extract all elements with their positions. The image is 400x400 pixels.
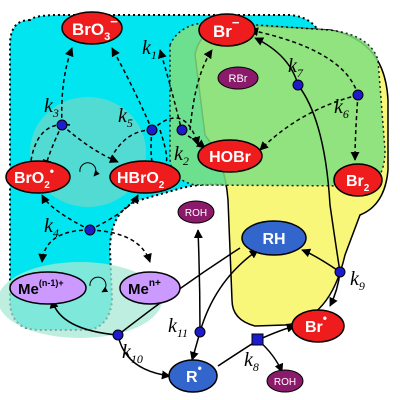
node-me-low: Me(n-1)+ [9, 271, 87, 305]
svg-text:BrO2•: BrO2• [14, 164, 54, 191]
node-br2: Br2 [333, 163, 383, 197]
label-k1: k1 [142, 37, 157, 62]
junction-k6 [352, 89, 364, 101]
svg-text:Br−: Br− [213, 15, 240, 41]
label-k4: k4 [44, 215, 59, 240]
label-k7: k7 [288, 55, 304, 80]
svg-text:RH: RH [262, 231, 285, 248]
junction-k10 [112, 329, 124, 341]
node-rh: RH [241, 220, 307, 256]
label-k2: k2 [174, 143, 189, 168]
svg-text:RBr: RBr [229, 73, 248, 85]
svg-text:HOBr: HOBr [209, 149, 251, 166]
label-k10: k10 [122, 341, 143, 366]
node-br-minus: Br− [198, 13, 256, 47]
node-bro2-radical: BrO2• [5, 160, 71, 194]
svg-text:Br•: Br• [305, 311, 327, 336]
svg-text:R•: R• [186, 361, 202, 386]
junction-k4 [84, 224, 96, 236]
junction-k5 [146, 124, 158, 136]
node-hobr: HOBr [197, 139, 263, 173]
node-r-radical: R• [168, 359, 218, 393]
label-k8: k8 [244, 349, 259, 374]
solid-arrows [49, 37, 341, 380]
junction-k2 [176, 124, 188, 136]
node-rbr: RBr [217, 66, 259, 90]
node-bro3: BrO3− [61, 11, 123, 45]
cycle-icon-top [79, 162, 100, 177]
svg-text:Br2: Br2 [346, 173, 370, 194]
node-roh-bottom: ROH [266, 369, 304, 393]
junction-k9 [334, 266, 346, 278]
junction-k7 [292, 79, 304, 91]
svg-text:ROH: ROH [185, 208, 207, 219]
svg-text:BrO3−: BrO3− [72, 14, 118, 43]
svg-text:ROH: ROH [274, 377, 296, 388]
label-k3: k3 [44, 95, 59, 120]
junction-k3 [56, 119, 68, 131]
label-k6: k6 [334, 96, 349, 121]
node-me-high: Men+ [119, 271, 181, 305]
junction-k11 [194, 326, 206, 338]
label-k9: k9 [350, 268, 365, 293]
node-br-radical: Br• [291, 309, 345, 343]
junction-points [56, 79, 364, 346]
svg-text:HBrO2: HBrO2 [117, 170, 165, 191]
cycle-icon-bottom [89, 276, 109, 293]
node-roh-top: ROH [177, 200, 215, 224]
node-hbro2: HBrO2 [109, 160, 181, 194]
svg-text:Men+: Men+ [128, 278, 161, 298]
svg-text:Me(n-1)+: Me(n-1)+ [18, 278, 64, 298]
label-k5: k5 [118, 105, 133, 130]
junction-k8 [251, 333, 264, 346]
rate-constant-labels: k1 k3 k5 k2 k7 k6 k4 k9 k11 k10 k8 [44, 37, 365, 374]
label-k11: k11 [168, 315, 188, 340]
